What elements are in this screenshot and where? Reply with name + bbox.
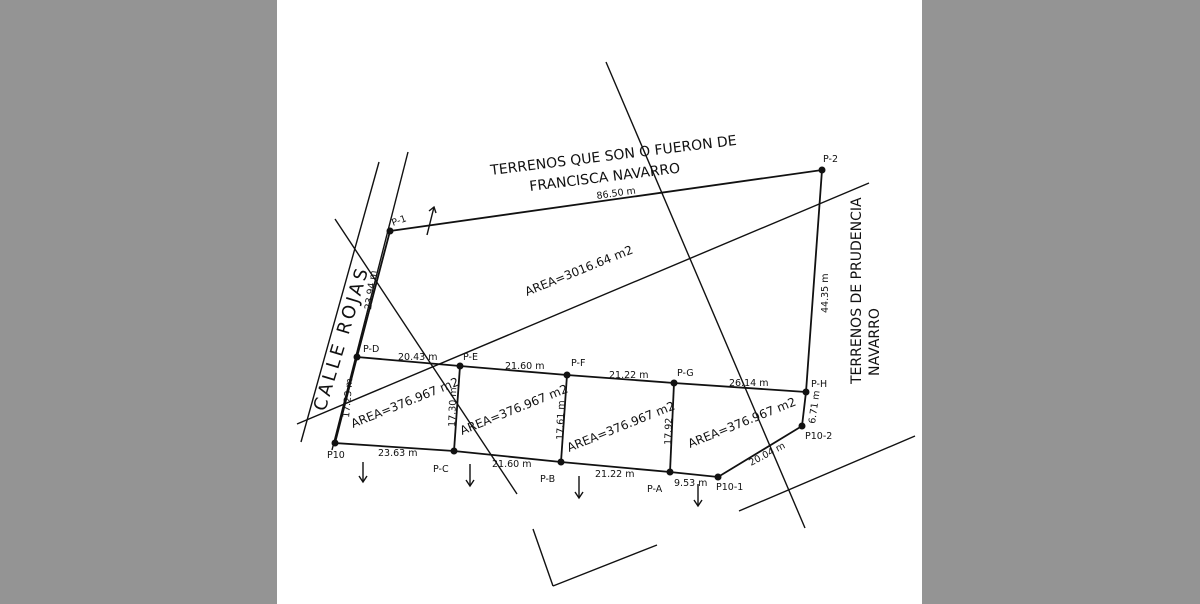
point-label-pf: P-F: [571, 358, 585, 369]
road-name-label: CALLE ROJAS: [310, 263, 374, 413]
point-marker: [818, 166, 826, 174]
survey-plan-page: TERRENOS QUE SON O FUERON DE FRANCISCA N…: [277, 0, 922, 604]
dimension-label: 20.04 m: [747, 440, 787, 468]
dimension-label: 86.50 m: [596, 186, 637, 202]
lot-divider-pg-pa: [669, 382, 675, 473]
down-arrow-icon: [574, 476, 584, 500]
reference-line-left: [334, 218, 518, 495]
dimension-label: 17.92: [663, 418, 675, 446]
road-edge-outer: [300, 161, 380, 443]
point-marker: [802, 388, 810, 396]
dimension-label: 23.94 m: [363, 270, 379, 311]
point-marker: [331, 439, 339, 447]
point-label-p10: P10: [327, 450, 345, 461]
dimension-label: 26.14 m: [729, 378, 768, 389]
dimension-label: 17.30 m: [447, 387, 459, 427]
road-edge-inner: [331, 151, 409, 451]
down-arrow-icon: [358, 462, 368, 484]
point-marker: [353, 353, 361, 361]
dimension-label: 20.43 m: [398, 352, 437, 363]
lot-divider-pe-pc: [453, 365, 461, 452]
point-marker: [563, 371, 571, 379]
area-label-lot3: AREA=376.967 m2: [565, 399, 677, 455]
north-arrow-head-icon: [428, 205, 437, 214]
parcel-boundary: [333, 168, 823, 478]
dimension-label: 23.63 m: [378, 448, 417, 459]
point-label-ph: P-H: [811, 379, 827, 390]
point-marker: [456, 362, 464, 370]
point-label-pc: P-C: [433, 464, 449, 475]
road-edge-bottom: [552, 544, 658, 587]
reference-line-steep: [605, 61, 806, 529]
down-arrow-icon: [693, 484, 703, 508]
survey-points: [331, 166, 826, 481]
point-marker: [450, 447, 458, 455]
point-marker: [557, 458, 565, 466]
point-label-p1: P-1: [390, 213, 408, 228]
point-marker: [666, 468, 674, 476]
point-marker: [798, 422, 806, 430]
point-marker: [714, 473, 722, 481]
area-label-lot1: AREA=376.967 m2: [349, 375, 461, 431]
dimension-label: 17.61 m: [555, 400, 567, 440]
dimension-label: 44.35 m: [820, 274, 831, 313]
dimension-label: 21.60 m: [505, 361, 544, 372]
road-edge-south: [738, 435, 916, 512]
dimension-label: 17.23 m: [341, 378, 355, 418]
point-label-p10-2: P10-2: [805, 431, 832, 442]
point-label-pg: P-G: [677, 368, 694, 379]
point-marker: [386, 227, 394, 235]
point-label-pa: P-A: [647, 484, 663, 495]
dimension-label: 21.60 m: [492, 459, 531, 470]
area-label-main: AREA=3016.64 m2: [523, 243, 635, 299]
lot-divider-pf-pb: [560, 374, 568, 463]
area-label-lot2: AREA=376.967 m2: [458, 382, 570, 438]
dimension-label: 21.22 m: [609, 370, 648, 381]
point-label-pe: P-E: [463, 352, 478, 363]
dimension-label: 9.53 m: [674, 478, 707, 489]
north-arrow-icon: [426, 206, 435, 236]
dimension-label: 6.71 m: [807, 390, 823, 425]
road-edge-bottom-left: [532, 528, 554, 587]
point-label-pb: P-B: [540, 474, 555, 485]
point-marker: [670, 379, 678, 387]
down-arrow-icon: [465, 464, 475, 488]
dimension-label: 21.22 m: [595, 469, 634, 480]
east-neighbor-line1: TERRENOS DE PRUDENCIA: [849, 197, 865, 385]
point-label-pd: P-D: [363, 344, 379, 355]
point-label-p2: P-2: [823, 154, 838, 165]
point-label-p10-1: P10-1: [716, 482, 743, 493]
east-neighbor-line2: NAVARRO: [867, 308, 883, 376]
survey-plan-drawing: TERRENOS QUE SON O FUERON DE FRANCISCA N…: [296, 61, 916, 587]
reference-line-diagonal: [296, 182, 870, 425]
